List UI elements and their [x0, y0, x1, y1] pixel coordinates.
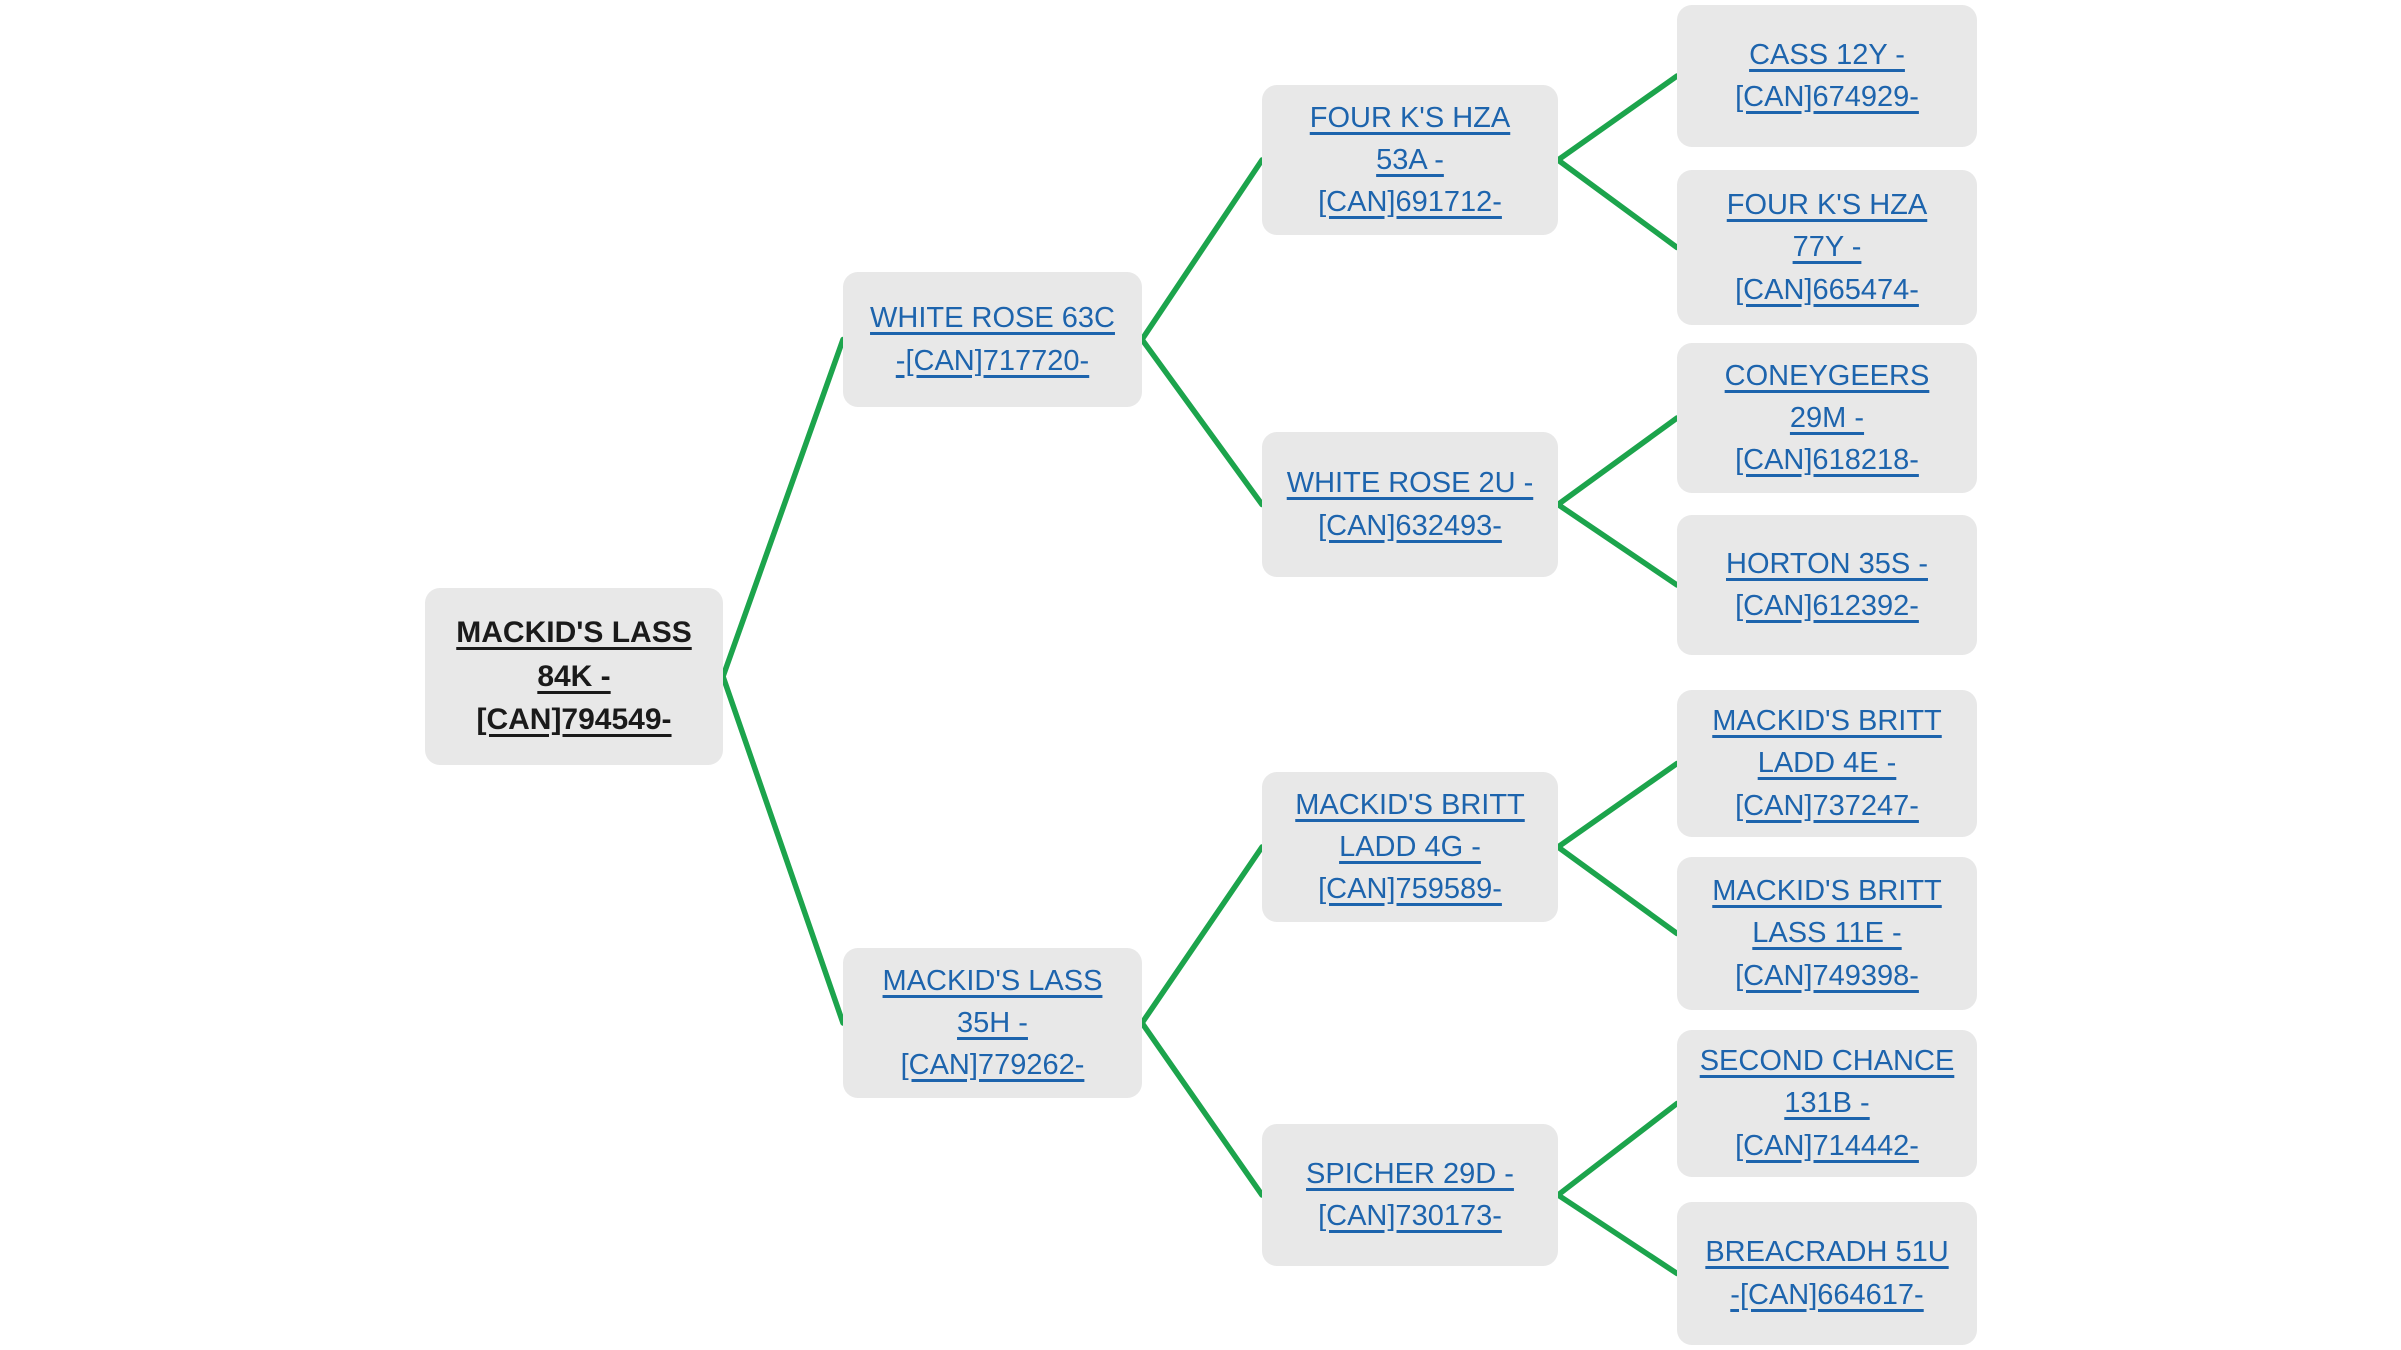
pedigree-node-breacradh-51u: BREACRADH 51U -[CAN]664617- [1677, 1202, 1977, 1345]
pedigree-connector-breacradh-51u [1555, 1192, 1680, 1277]
pedigree-node-mackids-britt-ladd-4g: MACKID'S BRITT LADD 4G - [CAN]759589- [1262, 772, 1558, 922]
pedigree-connector-coneygeers-29m [1555, 415, 1680, 508]
pedigree-node-mackids-britt-lass-11e: MACKID'S BRITT LASS 11E - [CAN]749398- [1677, 857, 1977, 1010]
pedigree-link-mackids-britt-ladd-4g[interactable]: MACKID'S BRITT LADD 4G - [CAN]759589- [1295, 788, 1525, 906]
pedigree-link-mackids-britt-ladd-4e[interactable]: MACKID'S BRITT LADD 4E - [CAN]737247- [1712, 705, 1942, 822]
pedigree-connector-four-ks-hza-77y [1555, 157, 1680, 251]
pedigree-link-mackids-lass-35h[interactable]: MACKID'S LASS 35H - [CAN]779262- [882, 964, 1103, 1082]
pedigree-link-breacradh-51u[interactable]: BREACRADH 51U -[CAN]664617- [1705, 1236, 1949, 1311]
pedigree-link-four-ks-hza-53a[interactable]: FOUR K'S HZA 53A - [CAN]691712- [1309, 101, 1511, 219]
pedigree-link-horton-35s[interactable]: HORTON 35S - [CAN]612392- [1726, 547, 1928, 622]
pedigree-link-cass-12y[interactable]: CASS 12Y - [CAN]674929- [1735, 38, 1919, 113]
pedigree-link-spicher-29d[interactable]: SPICHER 29D - [CAN]730173- [1306, 1157, 1514, 1232]
pedigree-connector-mackids-britt-ladd-4g [1139, 844, 1265, 1026]
pedigree-connector-spicher-29d [1139, 1020, 1265, 1198]
pedigree-connector-mackids-britt-ladd-4e [1555, 760, 1680, 850]
pedigree-connector-white-rose-63c [720, 336, 846, 680]
pedigree-connector-mackids-lass-35h [720, 673, 846, 1026]
pedigree-node-white-rose-2u: WHITE ROSE 2U - [CAN]632493- [1262, 432, 1558, 577]
pedigree-node-coneygeers-29m: CONEYGEERS 29M - [CAN]618218- [1677, 343, 1977, 493]
pedigree-node-spicher-29d: SPICHER 29D - [CAN]730173- [1262, 1124, 1558, 1266]
pedigree-node-four-ks-hza-77y: FOUR K'S HZA 77Y - [CAN]665474- [1677, 170, 1977, 325]
pedigree-node-horton-35s: HORTON 35S - [CAN]612392- [1677, 515, 1977, 655]
pedigree-connector-white-rose-2u [1139, 336, 1265, 508]
pedigree-node-mackids-lass-35h: MACKID'S LASS 35H - [CAN]779262- [843, 948, 1142, 1098]
pedigree-link-coneygeers-29m[interactable]: CONEYGEERS 29M - [CAN]618218- [1724, 359, 1930, 477]
pedigree-connector-horton-35s [1555, 501, 1680, 588]
pedigree-connector-cass-12y [1555, 73, 1680, 163]
pedigree-link-mackids-lass-84k[interactable]: MACKID'S LASS 84K - [CAN]794549- [456, 616, 692, 737]
pedigree-connector-mackids-britt-lass-11e [1555, 844, 1680, 937]
pedigree-link-second-chance-131b[interactable]: SECOND CHANCE 131B - [CAN]714442- [1699, 1045, 1955, 1162]
pedigree-node-mackids-lass-84k: MACKID'S LASS 84K - [CAN]794549- [425, 588, 723, 765]
pedigree-link-white-rose-2u[interactable]: WHITE ROSE 2U - [CAN]632493- [1286, 467, 1534, 542]
pedigree-link-four-ks-hza-77y[interactable]: FOUR K'S HZA 77Y - [CAN]665474- [1726, 189, 1928, 306]
pedigree-node-second-chance-131b: SECOND CHANCE 131B - [CAN]714442- [1677, 1030, 1977, 1177]
pedigree-node-four-ks-hza-53a: FOUR K'S HZA 53A - [CAN]691712- [1262, 85, 1558, 235]
pedigree-link-white-rose-63c[interactable]: WHITE ROSE 63C -[CAN]717720- [870, 302, 1115, 377]
pedigree-connector-second-chance-131b [1555, 1100, 1680, 1198]
pedigree-node-white-rose-63c: WHITE ROSE 63C -[CAN]717720- [843, 272, 1142, 407]
pedigree-connector-four-ks-hza-53a [1139, 157, 1265, 343]
pedigree-link-mackids-britt-lass-11e[interactable]: MACKID'S BRITT LASS 11E - [CAN]749398- [1712, 875, 1942, 992]
pedigree-node-cass-12y: CASS 12Y - [CAN]674929- [1677, 5, 1977, 147]
pedigree-node-mackids-britt-ladd-4e: MACKID'S BRITT LADD 4E - [CAN]737247- [1677, 690, 1977, 837]
